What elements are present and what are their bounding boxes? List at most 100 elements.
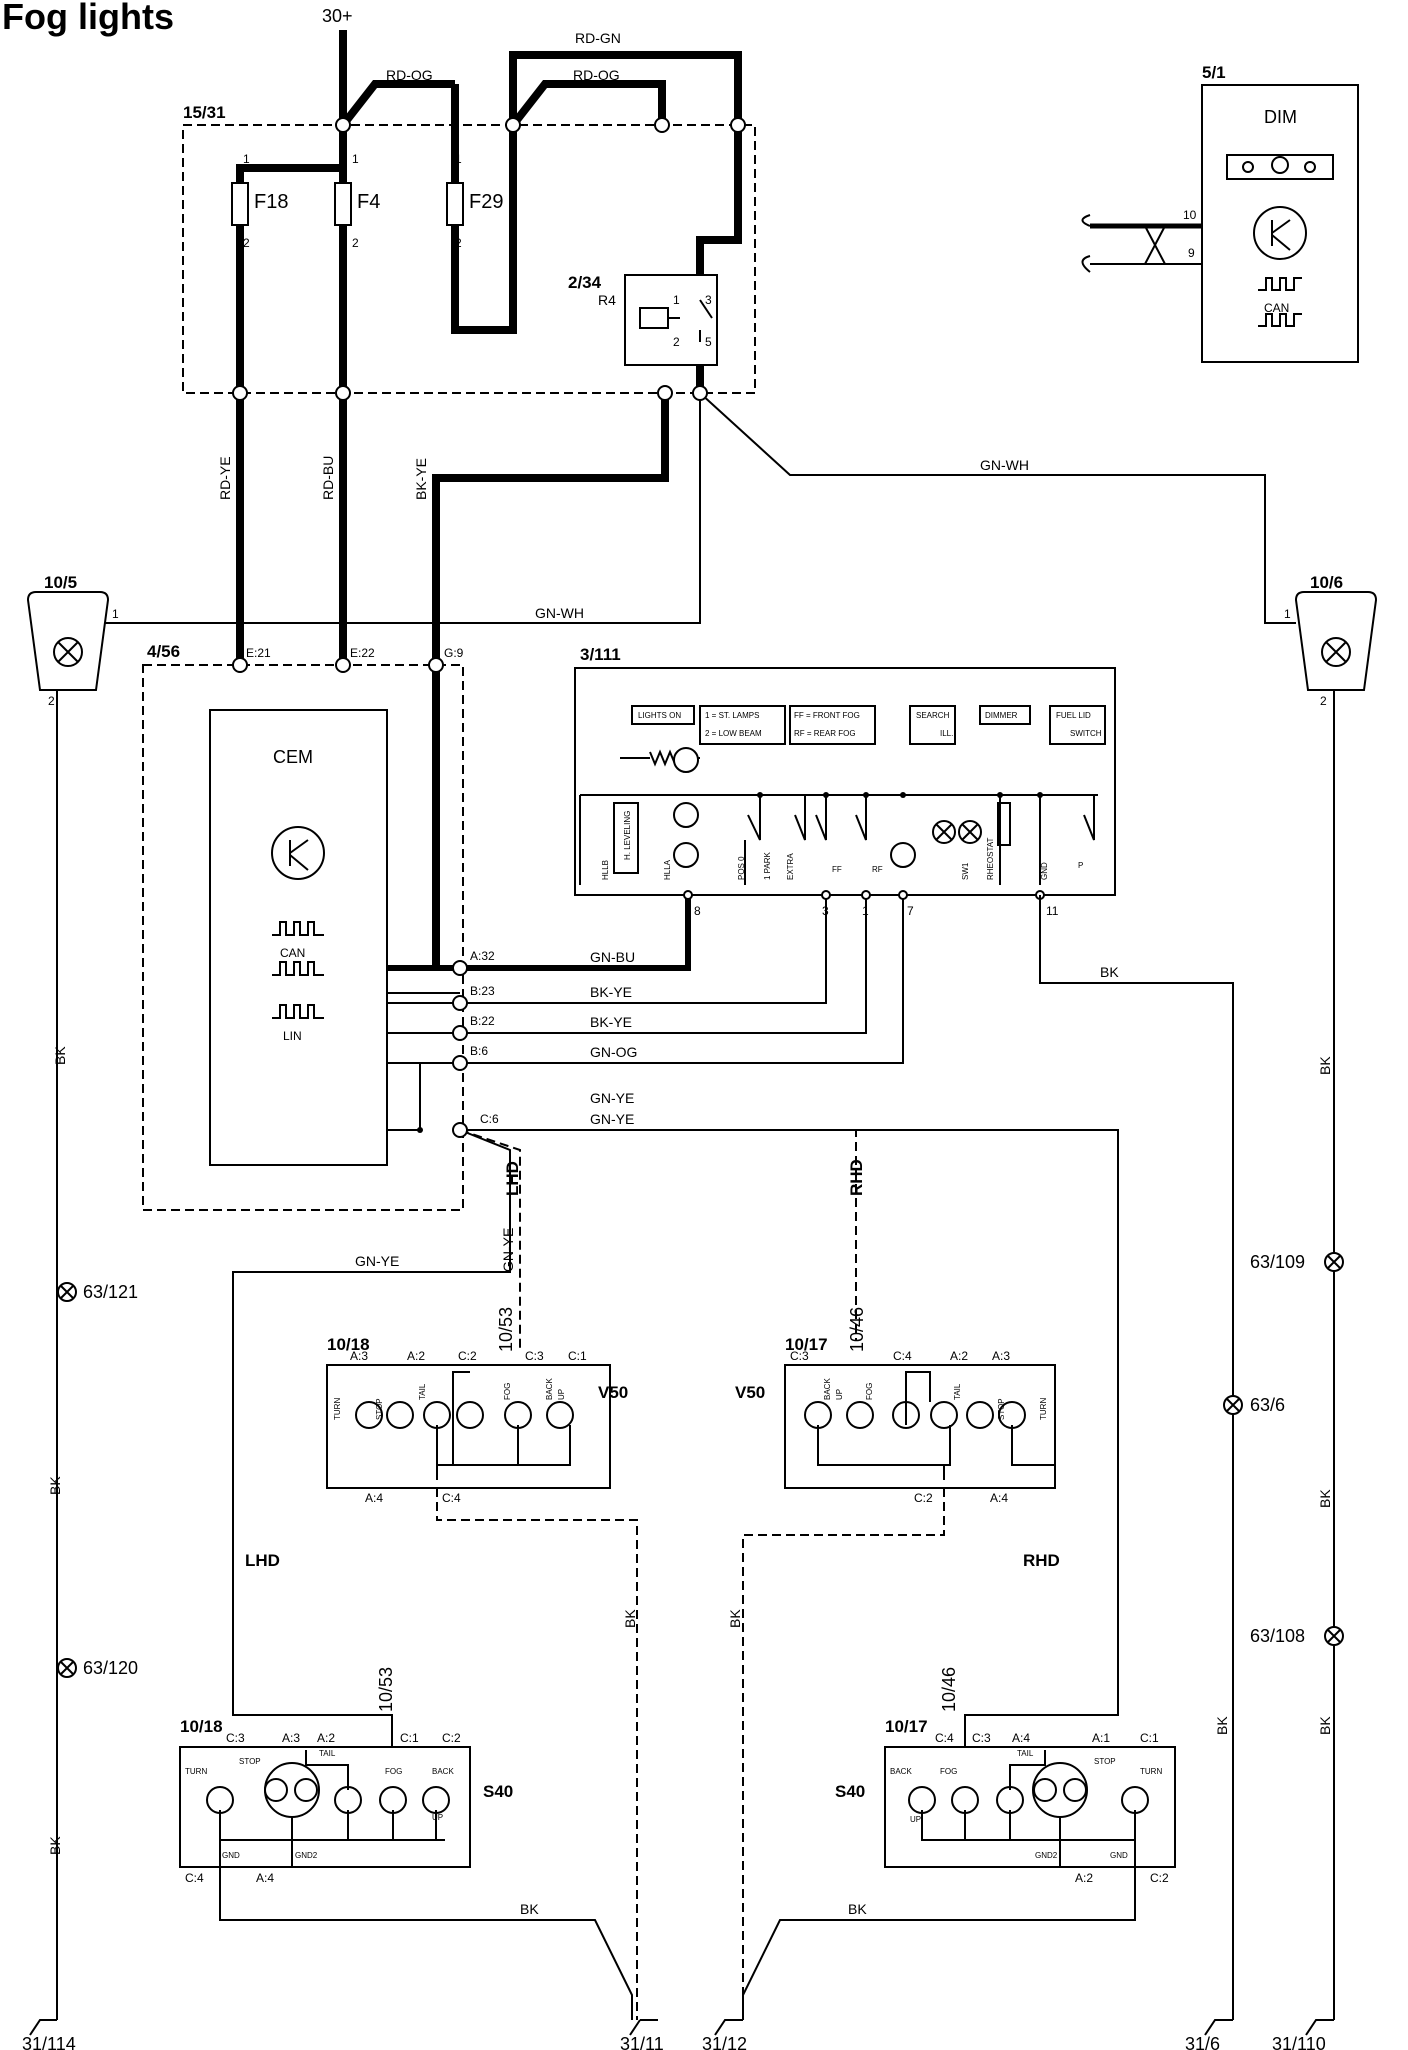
svg-text:STOP: STOP xyxy=(997,1398,1006,1420)
svg-text:RF = REAR FOG: RF = REAR FOG xyxy=(794,729,856,738)
svg-text:C:2: C:2 xyxy=(914,1491,933,1505)
svg-text:BK: BK xyxy=(727,1609,743,1628)
svg-text:POS 0: POS 0 xyxy=(737,856,746,880)
svg-text:FOG: FOG xyxy=(503,1383,512,1400)
svg-text:RF: RF xyxy=(872,865,883,874)
ground-31-110: 31/110 xyxy=(1272,2019,1334,2050)
svg-text:2: 2 xyxy=(243,236,250,250)
svg-text:A:3: A:3 xyxy=(350,1349,368,1363)
fuse-f4-label: F4 xyxy=(357,191,380,213)
svg-text:B:23: B:23 xyxy=(470,984,495,998)
relay-id: 2/34 xyxy=(568,273,602,292)
cem-lin-label: LIN xyxy=(283,1029,302,1043)
svg-text:UP: UP xyxy=(557,1389,566,1400)
dim-name: DIM xyxy=(1264,107,1297,127)
feeds-to-cem: RD-YE RD-BU BK-YE GN-WH GN-WH xyxy=(55,385,1296,968)
ground-points: 31/114 31/11 31/12 31/6 31/110 xyxy=(22,2019,1334,2050)
svg-text:TAIL: TAIL xyxy=(1017,1749,1034,1758)
svg-text:TAIL: TAIL xyxy=(418,1383,427,1400)
page-title: Fog lights xyxy=(2,0,174,37)
wire-label-rd-gn: RD-GN xyxy=(575,30,621,46)
svg-text:C:4: C:4 xyxy=(893,1349,912,1363)
svg-text:C:2: C:2 xyxy=(442,1731,461,1745)
cem-name: CEM xyxy=(273,747,313,767)
wire-label-bk-3: BK xyxy=(848,1901,867,1917)
wire-label-gn-wh-2: GN-WH xyxy=(535,605,584,621)
svg-text:BACK: BACK xyxy=(545,1378,554,1400)
svg-text:11: 11 xyxy=(1046,904,1059,918)
svg-text:HLLB: HLLB xyxy=(601,860,610,880)
svg-text:1: 1 xyxy=(455,152,462,166)
svg-text:FOG: FOG xyxy=(940,1767,957,1776)
s40-left-connector: 10/53 xyxy=(376,1667,396,1712)
light-switch: 3/111 LIGHTS ON 1 = ST. LAMPS 2 = LOW BE… xyxy=(574,645,1234,2020)
s40-right-connector: 10/46 xyxy=(939,1667,959,1712)
svg-text:10: 10 xyxy=(1183,208,1197,222)
svg-text:E:21: E:21 xyxy=(246,646,271,660)
svg-text:FF = FRONT FOG: FF = FRONT FOG xyxy=(794,711,860,720)
v50-right-id: 10/17 xyxy=(785,1335,828,1354)
svg-text:STOP: STOP xyxy=(239,1757,261,1766)
svg-text:GND: GND xyxy=(222,1851,240,1860)
svg-text:TAIL: TAIL xyxy=(953,1383,962,1400)
svg-text:A:4: A:4 xyxy=(365,1491,383,1505)
rear-lamp-s40-left: 10/18 S40 10/53 C:3 A:3 A:2 C:1 C:2 C:4 … xyxy=(179,1551,633,2020)
v50-left-id: 10/18 xyxy=(327,1335,370,1354)
svg-text:BK: BK xyxy=(1317,1716,1333,1735)
svg-text:DIMMER: DIMMER xyxy=(985,711,1018,720)
wire-label-gn-ye-3: GN-YE xyxy=(355,1253,399,1269)
relay-r4: 2/34 R4 1 2 3 5 xyxy=(568,273,718,366)
svg-text:A:2: A:2 xyxy=(317,1731,335,1745)
svg-text:1: 1 xyxy=(673,293,680,307)
svg-text:SW1: SW1 xyxy=(961,862,970,880)
cem-module: 4/56 CEM CAN LIN E:21 E:22 G:9 xyxy=(142,642,464,1211)
svg-text:C:3: C:3 xyxy=(790,1349,809,1363)
svg-text:C:1: C:1 xyxy=(1140,1731,1159,1745)
wire-label-gn-og: GN-OG xyxy=(590,1044,637,1060)
splice-63-109: 63/109 xyxy=(1250,1252,1344,1272)
front-fog-lamp-left: 10/5 1 2 xyxy=(26,573,119,2020)
front-fog-lamp-right: 10/6 1 2 xyxy=(1284,573,1378,2020)
svg-text:BK: BK xyxy=(52,1046,68,1065)
rear-lamp-v50-left: 10/18 V50 10/53 A:3 A:2 C:2 C:3 C:1 A:4 … xyxy=(326,1307,638,2020)
svg-text:A:2: A:2 xyxy=(950,1349,968,1363)
svg-text:31/12: 31/12 xyxy=(702,2034,747,2050)
wire-label-gn-ye-1: GN-YE xyxy=(590,1090,634,1106)
svg-text:A:4: A:4 xyxy=(990,1491,1008,1505)
rear-lamp-v50-right: 10/17 V50 10/46 C:3 C:4 A:2 A:3 C:2 A:4 … xyxy=(735,1307,1056,2020)
svg-text:1: 1 xyxy=(1284,607,1291,621)
svg-text:BK: BK xyxy=(622,1609,638,1628)
fusebox-id: 15/31 xyxy=(183,103,226,122)
svg-text:UP: UP xyxy=(910,1815,921,1824)
svg-text:BACK: BACK xyxy=(890,1767,912,1776)
svg-text:1: 1 xyxy=(352,152,359,166)
wire-label-bk-1: BK xyxy=(1100,964,1119,980)
svg-text:7: 7 xyxy=(907,904,914,918)
svg-text:TAIL: TAIL xyxy=(319,1749,336,1758)
wire-label-bk-ye-1: BK-YE xyxy=(413,458,429,500)
splices: 63/121 63/120 63/109 63/6 63/108 xyxy=(57,1252,1344,1678)
svg-text:UP: UP xyxy=(432,1813,443,1822)
dim-module: 5/1 DIM CAN 10 9 xyxy=(1081,63,1359,363)
rhd-label-1: RHD xyxy=(847,1159,866,1196)
ground-31-12: 31/12 xyxy=(702,2019,747,2050)
v50-right-connector: 10/46 xyxy=(847,1307,867,1352)
svg-text:A:1: A:1 xyxy=(1092,1731,1110,1745)
svg-text:A:4: A:4 xyxy=(256,1871,274,1885)
power-feed: 30+ RD-OG RD-GN RD-OG xyxy=(236,6,742,393)
svg-text:STOP: STOP xyxy=(1094,1757,1116,1766)
svg-text:UP: UP xyxy=(835,1389,844,1400)
svg-text:A:2: A:2 xyxy=(1075,1871,1093,1885)
svg-text:EXTRA: EXTRA xyxy=(786,853,795,880)
svg-text:FUEL LID: FUEL LID xyxy=(1056,711,1091,720)
svg-text:C:1: C:1 xyxy=(568,1349,587,1363)
svg-text:STOP: STOP xyxy=(375,1398,384,1420)
svg-text:C:4: C:4 xyxy=(935,1731,954,1745)
svg-text:LIGHTS ON: LIGHTS ON xyxy=(638,711,681,720)
svg-text:GND: GND xyxy=(1040,862,1049,880)
wire-label-bk-2: BK xyxy=(520,1901,539,1917)
svg-text:GND2: GND2 xyxy=(1035,1851,1058,1860)
svg-text:1: 1 xyxy=(243,152,250,166)
svg-text:C:2: C:2 xyxy=(458,1349,477,1363)
svg-text:TURN: TURN xyxy=(1039,1398,1048,1420)
